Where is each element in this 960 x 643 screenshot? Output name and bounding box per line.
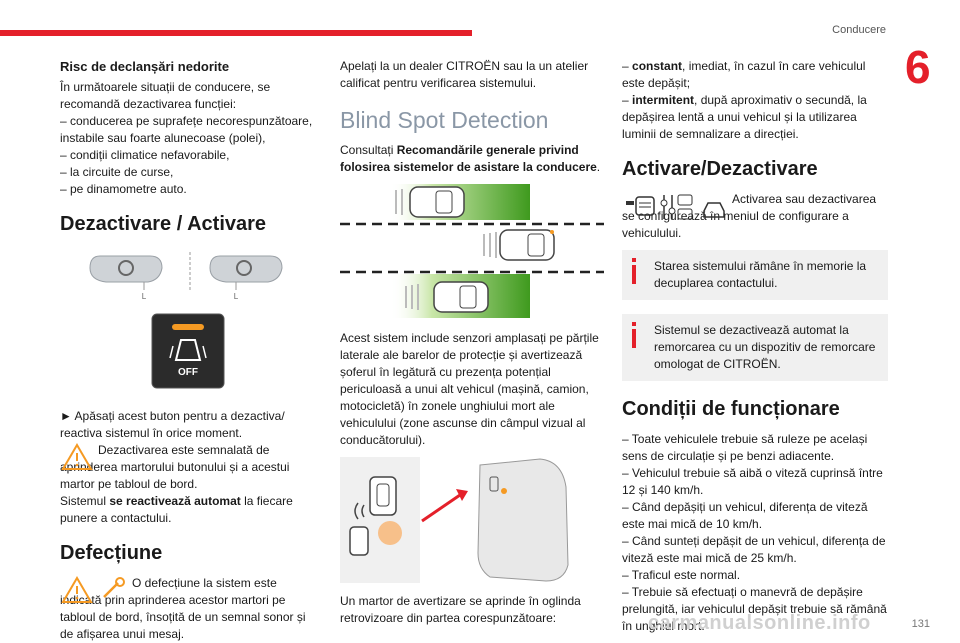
dealer-text: Apelați la un dealer CITROËN sau la un a… [340,59,589,90]
activation-title: Activare/Dezactivare [622,158,818,180]
risk-item: – la circuite de curse, [60,165,174,179]
constant-item: – constant, imediat, în cazul în care ve… [622,59,866,90]
condition-item: – Trebuie să efectuați o manevră de depă… [622,585,887,633]
fault-title: Defecțiune [60,542,163,564]
fault-text: O defecțiune la sistem este indicată pri… [60,576,306,641]
risk-item: – condiții climatice nefavorabile, [60,148,230,162]
risk-item: – conducerea pe suprafețe necorespunzăto… [60,114,313,145]
intermittent-bold: intermitent [632,93,695,107]
deact-text: ► Apăsați acest buton pentru a dezactiva… [60,409,285,440]
note-memory-text: Starea sistemului rămâne în memorie la d… [654,259,867,290]
fault-block: O defecțiune la sistem este indicată pri… [60,575,320,643]
warning-triangle-icon [61,443,93,470]
condition-item: – Traficul este normal. [622,568,741,582]
top-accent-bar [0,30,472,36]
condition-item: – Când depășiți un vehicul, diferența de… [622,500,868,531]
column-3: – constant, imediat, în cazul în care ve… [622,58,888,635]
mirror-illustration: L L OFF [60,246,320,396]
svg-text:L: L [142,292,147,301]
deact-title: Dezactivare / Activare [60,213,267,235]
constant-text: , imediat, în cazul în care vehiculul es… [622,59,866,90]
consult-text: Consultați Recomandările generale privin… [340,142,604,176]
info-icon [632,322,636,348]
risk-text: În următoarele situații de conducere, se… [60,80,271,111]
constant-bold: constant [632,59,683,73]
column-1: Risc de declanșări nedorite În următoare… [60,58,320,643]
svg-text:L: L [234,292,239,301]
blind-spot-diagram [340,182,604,322]
mirror-pair-icon: L L [89,252,283,389]
deact-sys-post: la fiecare punere a contactului. [60,494,293,525]
deact-warning-text: Dezactivarea este semnalată de aprindere… [60,443,290,491]
deact-sys-pre: Sistemul [60,494,110,508]
condition-item: – Toate vehiculele trebuie să ruleze pe … [622,432,868,463]
mirror-warning-illustration [340,457,604,583]
risk-item: – pe dinamometre auto. [60,182,187,196]
info-note-memory: Starea sistemului rămâne în memorie la d… [622,250,888,300]
off-button-label: OFF [178,367,198,378]
deact-sys-bold: se reactivează automat [109,494,241,508]
condition-item: – Vehiculul trebuie să aibă o viteză cup… [622,466,883,497]
sensor-text: Acest sistem include senzori amplasați p… [340,331,599,447]
condition-item: – Când sunteți depășit de un vehicul, di… [622,534,886,565]
risk-title: Risc de declanșări nedorite [60,59,230,74]
conditions-title: Condiții de funcționare [622,398,840,420]
note-towing-text: Sistemul se dezactivează automat la remo… [654,323,876,371]
page-number: 131 [911,618,930,630]
info-note-towing: Sistemul se dezactivează automat la remo… [622,314,888,381]
chapter-number: 6 [905,41,931,93]
intermittent-text: , după aproximativ o secundă, la depășir… [622,93,867,141]
section-name: Conducere [832,24,886,36]
activation-block: Activarea sau dezactivarea se configurea… [622,191,888,242]
blind-spot-car-icon [340,184,604,318]
deact-sys: Sistemul se reactivează automat la fieca… [60,493,320,527]
bsd-title: Blind Spot Detection [340,107,549,133]
mirror-text: Un martor de avertizare se aprinde în og… [340,594,581,625]
watermark: carmanualsonline.info [648,612,871,634]
warning-wrench-icons [61,576,125,603]
info-icon [632,258,636,284]
consult-pre: Consultați [340,143,397,157]
settings-menu-icon [626,194,725,220]
intermittent-item: – intermitent, după aproximativ o secund… [622,93,867,141]
column-2: Apelați la un dealer CITROËN sau la un a… [340,58,604,627]
consult-post: . [596,160,601,174]
activation-text: Activarea sau dezactivarea se configurea… [622,192,877,240]
deact-warning: Dezactivarea este semnalată de aprindere… [60,442,320,493]
mirror-icon [340,457,569,583]
consult-bold: Recomandările generale privind folosirea… [340,143,597,174]
